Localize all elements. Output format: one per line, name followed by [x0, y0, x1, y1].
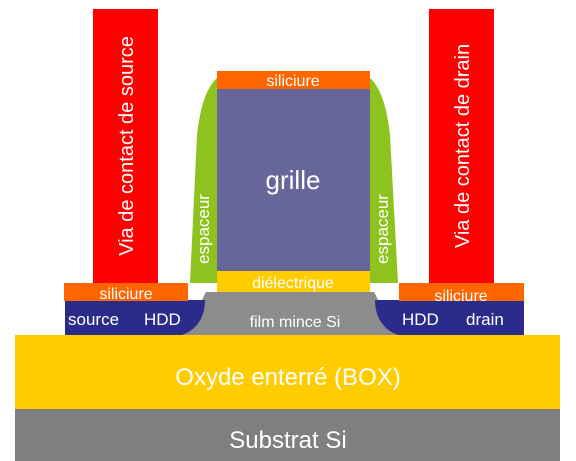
drain-silicide-label: siliciure	[434, 288, 487, 305]
source-silicide-label: siliciure	[99, 286, 152, 303]
drain-label: drain	[466, 310, 504, 329]
source-hdd-label: HDD	[144, 310, 181, 329]
gate-label: grille	[266, 165, 321, 195]
left-spacer	[190, 78, 217, 283]
thin-film-label: film mince Si	[250, 314, 341, 331]
source-via-label: Via de contact de source	[116, 36, 138, 256]
drain-contact-via	[429, 9, 494, 283]
source-contact-via	[93, 9, 158, 283]
source-silicide	[64, 283, 188, 301]
gate-silicide	[217, 71, 370, 89]
box-layer	[15, 335, 560, 409]
substrate-label: Substrat Si	[229, 427, 346, 454]
source-label: source	[68, 310, 119, 329]
drain-hdd-label: HDD	[402, 310, 439, 329]
gate-silicide-label: siliciure	[266, 73, 319, 90]
source-hdd-region	[65, 300, 205, 335]
gate-dielectric-label: diélectrique	[252, 275, 334, 292]
gate-dielectric	[217, 271, 370, 292]
drain-silicide	[399, 283, 524, 301]
gate	[217, 89, 370, 271]
right-spacer	[370, 78, 398, 283]
right-spacer-label: espaceur	[373, 194, 392, 264]
drain-hdd-region	[375, 300, 524, 335]
substrate-layer	[15, 409, 560, 461]
thin-film-layer	[182, 292, 398, 335]
drain-via-label: Via de contact de drain	[452, 44, 474, 248]
left-spacer-label: espaceur	[194, 194, 213, 264]
box-label: Oxyde enterré (BOX)	[175, 364, 400, 391]
